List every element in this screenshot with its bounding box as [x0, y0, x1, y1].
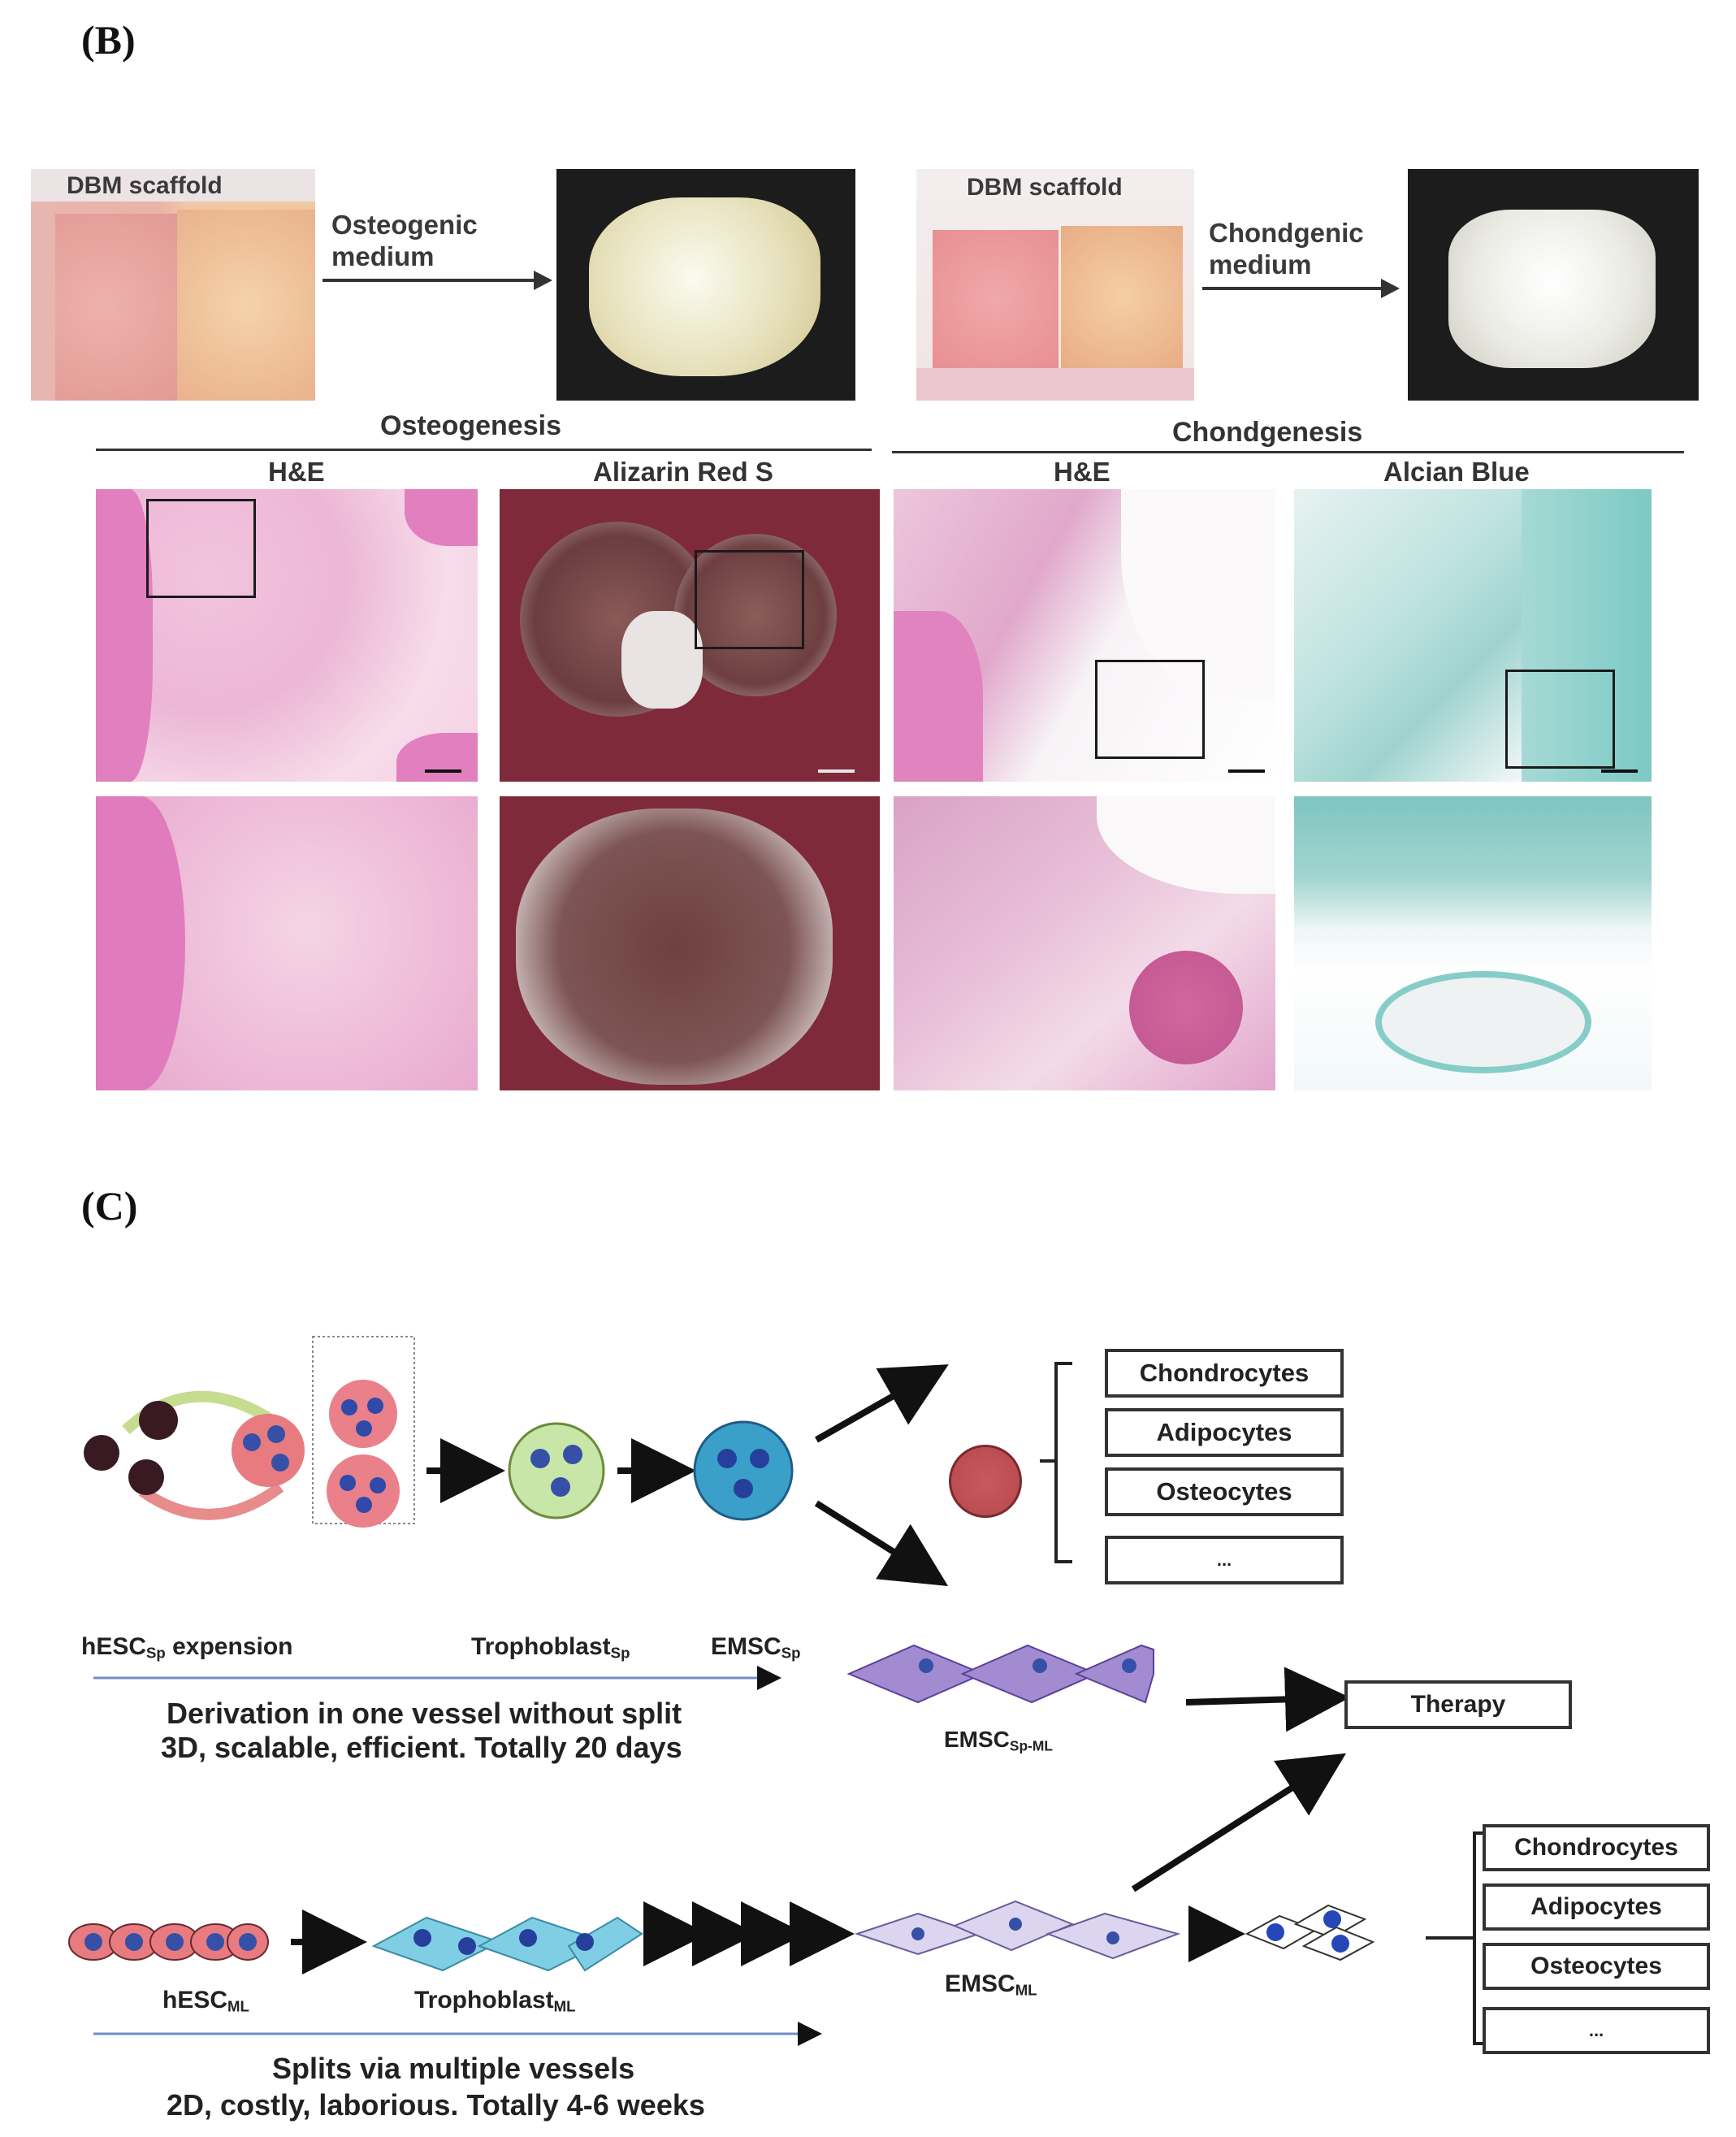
bottom-desc-line2: 2D, costly, laborious. Totally 4-6 weeks — [167, 2088, 705, 2122]
outcome-bottom-osteocytes: Osteocytes — [1483, 1943, 1710, 1990]
hesc-clump-icon — [84, 1401, 178, 1495]
emsc-sp-label: EMSCSp — [711, 1633, 801, 1662]
panel-c-label: (C) — [81, 1183, 138, 1229]
outcome-bottom-adipocytes: Adipocytes — [1483, 1883, 1710, 1931]
outcome-top-more: ... — [1105, 1536, 1344, 1584]
expanded-spheroid-icon — [327, 1380, 400, 1528]
dbm-scaffold-photo-right — [916, 169, 1194, 401]
chondgenic-medium-line1: Chondgenic — [1209, 218, 1364, 248]
panel-b-label: (B) — [81, 17, 136, 63]
col-he-osteo: H&E — [268, 457, 325, 487]
hesc-ml-icon — [68, 1923, 269, 1961]
trophoblast-sp-icon — [508, 1422, 605, 1519]
col-alcian: Alcian Blue — [1383, 457, 1530, 487]
outcome-bottom-chondrocytes: Chondrocytes — [1483, 1824, 1710, 1871]
trophoblast-ml-icon — [371, 1916, 643, 1972]
osteogenic-result-photo — [556, 169, 855, 401]
trophoblast-ml-label: TrophoblastML — [414, 1987, 576, 2015]
micrograph-he-osteo-low — [96, 489, 478, 782]
osteogenesis-title: Osteogenesis — [380, 410, 561, 441]
osteogenic-medium-line1: Osteogenic — [331, 210, 478, 240]
micrograph-alizarin-low — [500, 489, 880, 782]
trophoblast-sp-label: TrophoblastSp — [471, 1633, 630, 1662]
col-alizarin: Alizarin Red S — [593, 457, 773, 487]
micrograph-he-osteo-high — [96, 796, 478, 1090]
outcome-top-adipocytes: Adipocytes — [1105, 1408, 1344, 1457]
dbm-scaffold-label-right: DBM scaffold — [967, 174, 1123, 201]
dbm-scaffold-photo-left — [31, 169, 315, 401]
dbm-scaffold-label-left: DBM scaffold — [67, 172, 223, 199]
chondgenesis-title: Chondgenesis — [1172, 417, 1363, 448]
arrow-right-icon — [1202, 279, 1400, 298]
micrograph-alcian-low — [1294, 489, 1652, 782]
outcome-top-chondrocytes: Chondrocytes — [1105, 1349, 1344, 1398]
hesc-sp-label: hESCSp expension — [81, 1633, 293, 1662]
top-desc-line2: 3D, scalable, efficient. Totally 20 days — [161, 1731, 682, 1764]
micrograph-he-chondro-high — [894, 796, 1275, 1090]
emsc-sp-icon — [693, 1420, 794, 1521]
emsc-sp-ml-icon — [846, 1644, 1154, 1704]
bottom-desc-line1: Splits via multiple vessels — [272, 2052, 635, 2085]
emsc-ml-icon — [854, 1900, 1181, 1960]
hesc-spheroid-icon — [232, 1414, 305, 1487]
micrograph-alizarin-high — [500, 796, 880, 1090]
hesc-ml-label: hESCML — [162, 1987, 249, 2015]
col-he-chondro: H&E — [1054, 457, 1110, 487]
chondgenesis-divider — [892, 451, 1684, 453]
top-desc-line1: Derivation in one vessel without split — [167, 1697, 682, 1730]
osteogenic-medium-line2: medium — [331, 241, 435, 271]
emsc-sp-ml-label: EMSCSp-ML — [944, 1727, 1053, 1754]
therapy-box: Therapy — [1344, 1680, 1572, 1729]
arrow-right-icon — [323, 271, 552, 290]
chondgenic-medium-line2: medium — [1209, 249, 1312, 280]
micrograph-he-chondro-low — [894, 489, 1275, 782]
micrograph-alcian-high — [1294, 796, 1652, 1090]
outcome-top-osteocytes: Osteocytes — [1105, 1467, 1344, 1516]
chondgenic-result-photo — [1408, 169, 1699, 401]
emsc-ml-label: EMSCML — [945, 1970, 1037, 1999]
workflow-diagram — [68, 1336, 1493, 2046]
outcome-bottom-more: ... — [1483, 2007, 1710, 2054]
differentiated-ml-cells-icon — [1245, 1904, 1375, 1961]
osteogenesis-divider — [96, 449, 872, 451]
mesh-spheroid-icon — [949, 1445, 1022, 1518]
